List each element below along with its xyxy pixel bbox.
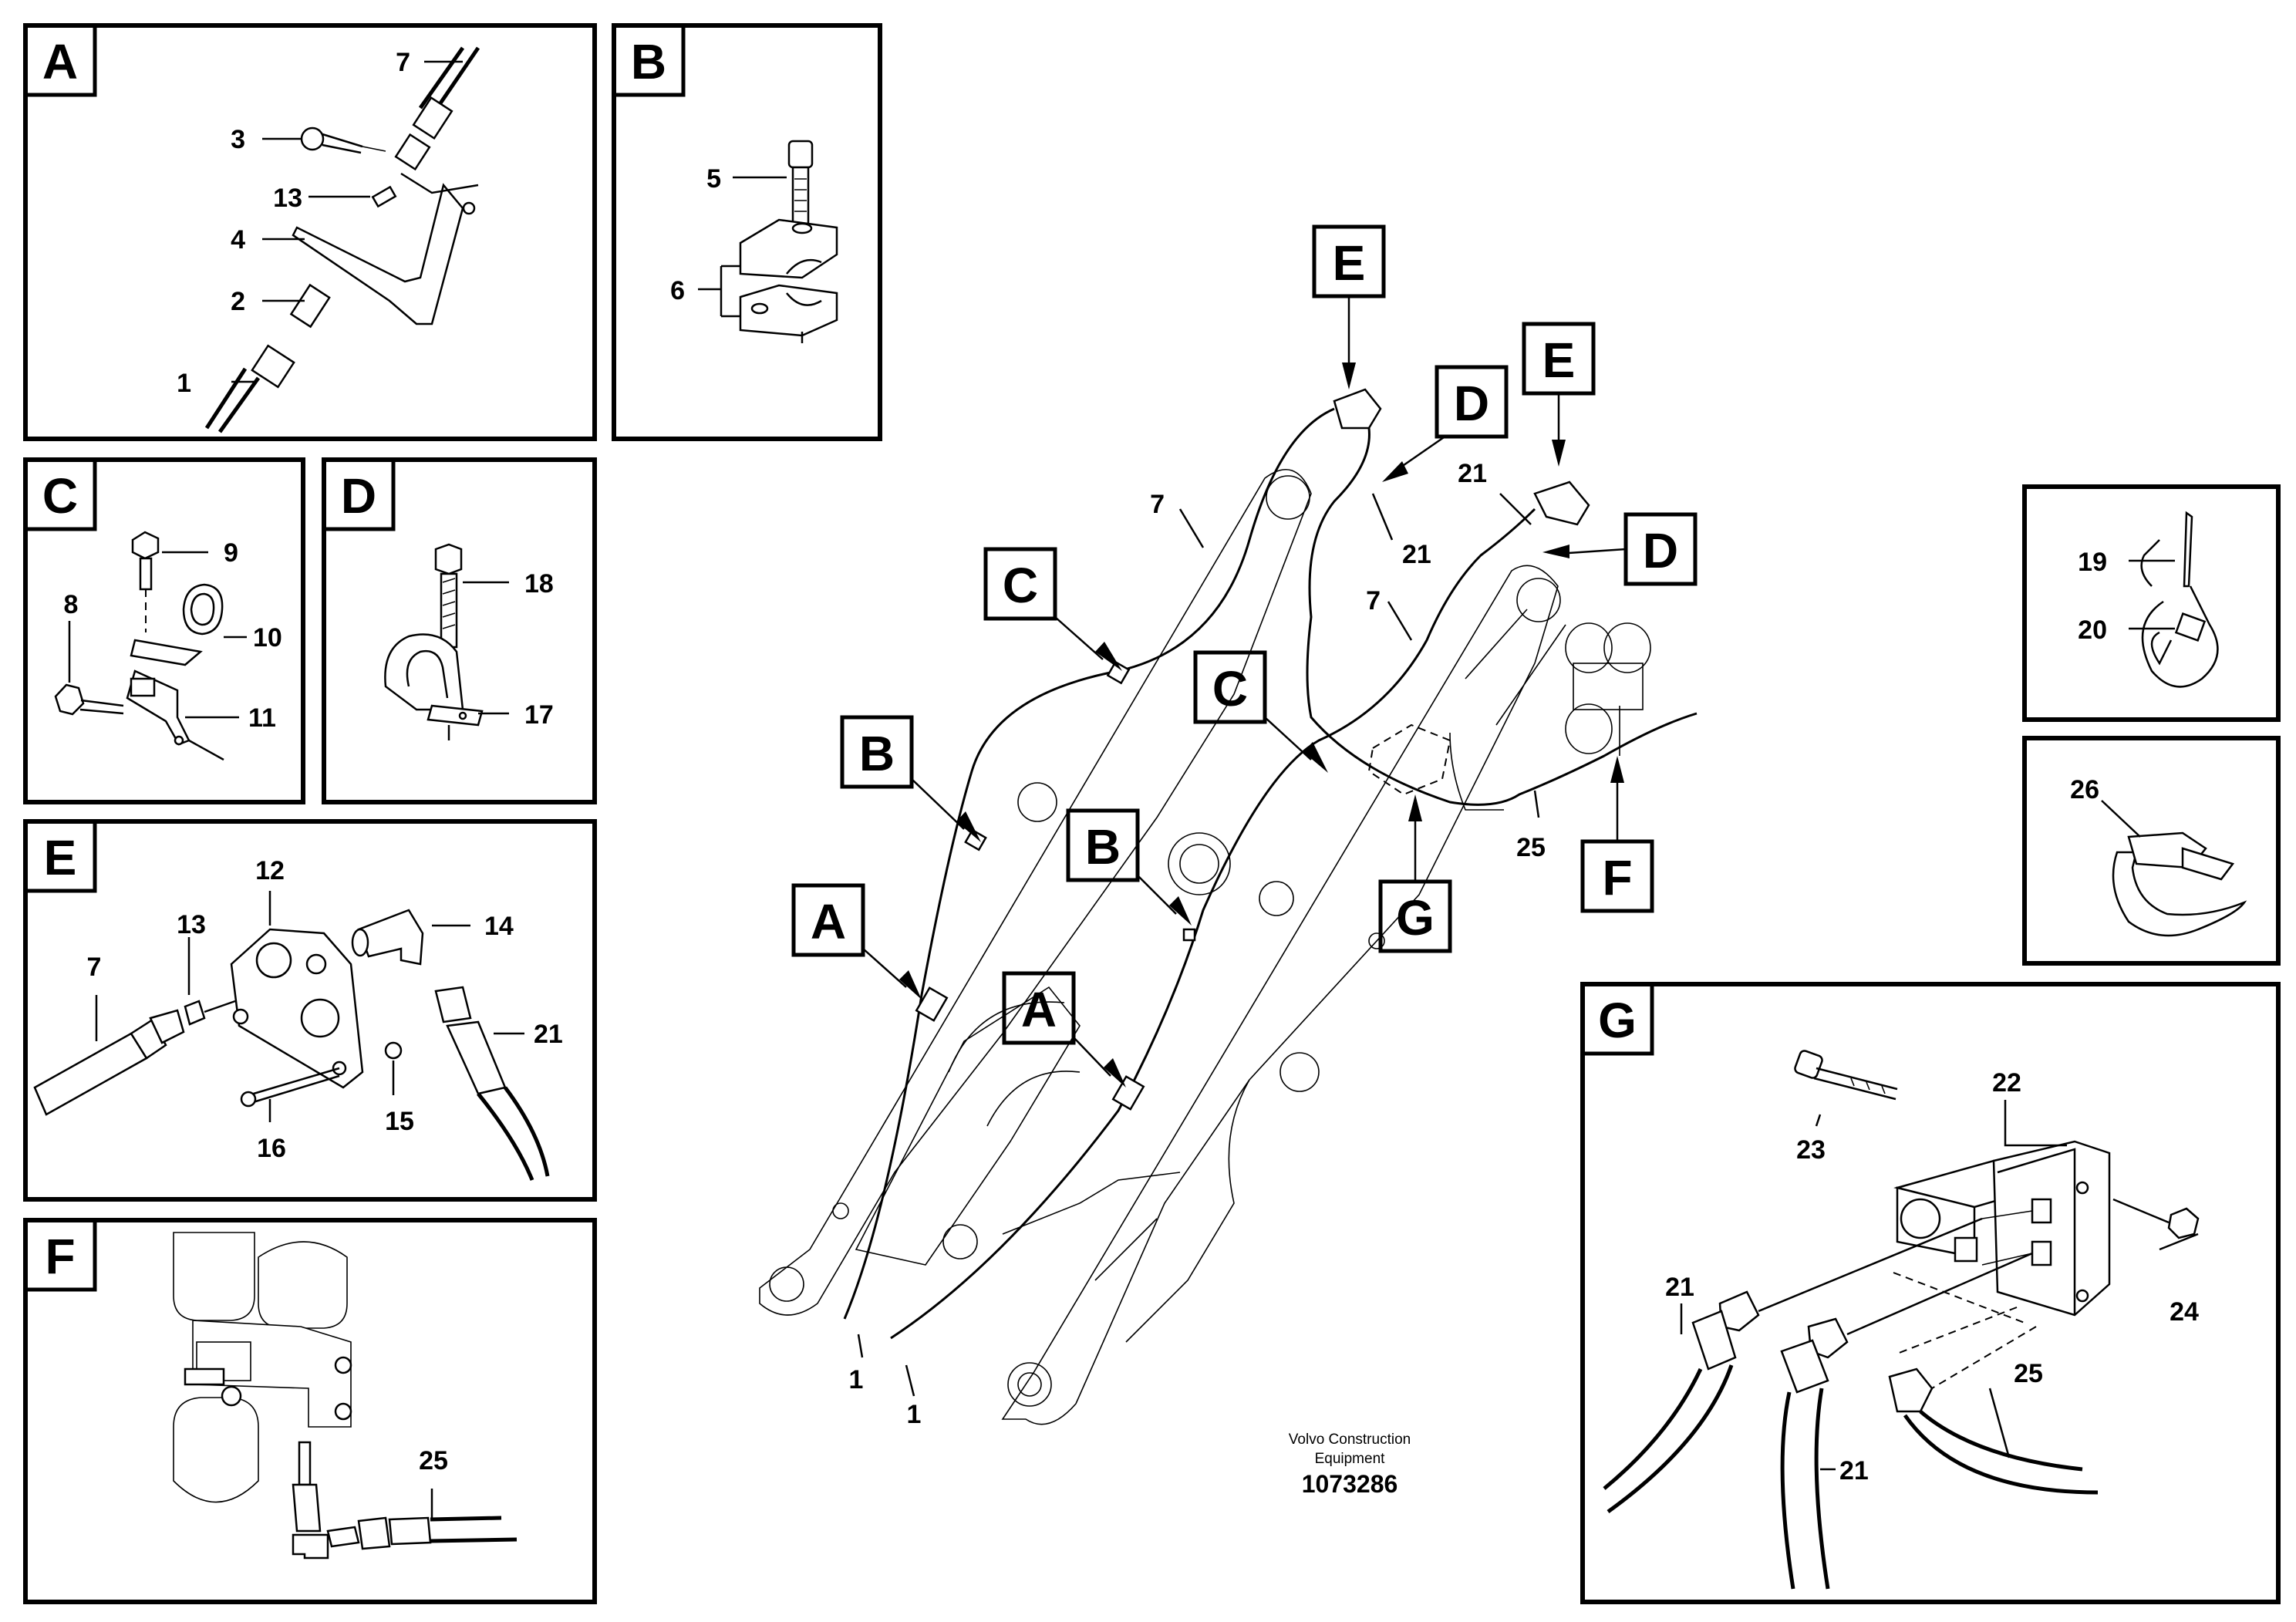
callout-21-e: 21: [534, 1020, 563, 1049]
footer-company: Volvo Construction: [1289, 1431, 1411, 1448]
callout-23: 23: [1796, 1135, 1826, 1165]
callout-3: 3: [231, 125, 245, 154]
panel-tag-b: B: [631, 34, 666, 89]
callout-25-g: 25: [2014, 1359, 2043, 1388]
main-lift-arm-view: 7 21 21 7 25 1 1: [759, 388, 1698, 1429]
callout-9: 9: [224, 538, 238, 568]
drawing-number: 1073286: [1302, 1470, 1398, 1498]
panel-tag-f: F: [45, 1229, 75, 1284]
main-callout-7a: 7: [1150, 490, 1165, 519]
detail-panel-d: D 18 17: [322, 457, 597, 804]
flag-b-1: B: [859, 726, 895, 781]
panel-tag-d: D: [341, 468, 376, 524]
callout-20: 20: [2078, 615, 2107, 645]
main-callout-7b: 7: [1366, 586, 1381, 615]
flag-d-1: D: [1454, 376, 1489, 431]
detail-panel-b: B 5 6: [612, 23, 882, 441]
detail-panel-c: C 9 8 10 11: [23, 457, 305, 804]
detail-flags: E D E D C C B B: [791, 224, 1698, 1088]
callout-11: 11: [248, 703, 276, 733]
detail-panel-a: A 7 3 13 4 2 1: [23, 23, 597, 441]
callout-16: 16: [257, 1134, 286, 1163]
callout-17: 17: [524, 700, 554, 730]
callout-19: 19: [2078, 548, 2107, 577]
callout-8: 8: [64, 590, 79, 619]
flag-c-1: C: [1003, 558, 1038, 613]
strap-panel: 26: [2022, 736, 2281, 966]
flag-c-2: C: [1212, 661, 1248, 717]
callout-10: 10: [253, 623, 282, 653]
callout-7-e: 7: [87, 953, 102, 982]
callout-21-g2: 21: [1839, 1456, 1869, 1485]
callout-15: 15: [385, 1107, 414, 1136]
callout-24: 24: [2170, 1297, 2199, 1327]
flag-b-2: B: [1085, 819, 1121, 875]
callout-18: 18: [524, 569, 554, 599]
callout-13-e: 13: [177, 910, 206, 939]
callout-4: 4: [231, 225, 245, 255]
callout-13: 13: [273, 184, 302, 213]
detail-panel-e: E 12 13 14 7 21 15 16: [23, 819, 597, 1202]
callout-14: 14: [484, 912, 514, 941]
main-callout-1b: 1: [907, 1400, 922, 1429]
flag-a-1: A: [811, 894, 846, 949]
detail-panel-g: G 22 23 24 21: [1580, 982, 2281, 1604]
callout-12: 12: [255, 856, 285, 885]
panel-tag-c: C: [42, 468, 78, 524]
callout-21-g1: 21: [1665, 1273, 1694, 1302]
panel-tag-a: A: [42, 34, 78, 89]
flag-e-2: E: [1542, 332, 1576, 388]
cable-tie-panel: 19 20: [2022, 484, 2281, 722]
callout-2: 2: [231, 287, 245, 316]
drawing-footer: Volvo Construction Equipment 1073286: [1289, 1431, 1411, 1498]
main-callout-1a: 1: [849, 1365, 864, 1394]
footer-company-line2: Equipment: [1315, 1451, 1386, 1467]
callout-25-f: 25: [419, 1446, 448, 1475]
flag-d-2: D: [1643, 523, 1678, 578]
main-callout-21b: 21: [1458, 459, 1487, 488]
flag-f: F: [1602, 850, 1632, 905]
flag-a-2: A: [1021, 982, 1057, 1037]
callout-6: 6: [670, 276, 685, 305]
callout-5: 5: [706, 164, 721, 194]
callout-7: 7: [396, 48, 410, 77]
main-callout-21a: 21: [1402, 540, 1431, 569]
flag-e-1: E: [1333, 235, 1366, 291]
detail-panel-f: F 25: [23, 1218, 597, 1604]
callout-22: 22: [1992, 1068, 2021, 1098]
callout-1: 1: [177, 369, 191, 398]
callout-26: 26: [2070, 775, 2099, 804]
panel-tag-g: G: [1598, 993, 1637, 1048]
main-callout-25: 25: [1516, 833, 1546, 862]
panel-tag-e: E: [44, 830, 77, 885]
flag-g: G: [1396, 890, 1435, 946]
